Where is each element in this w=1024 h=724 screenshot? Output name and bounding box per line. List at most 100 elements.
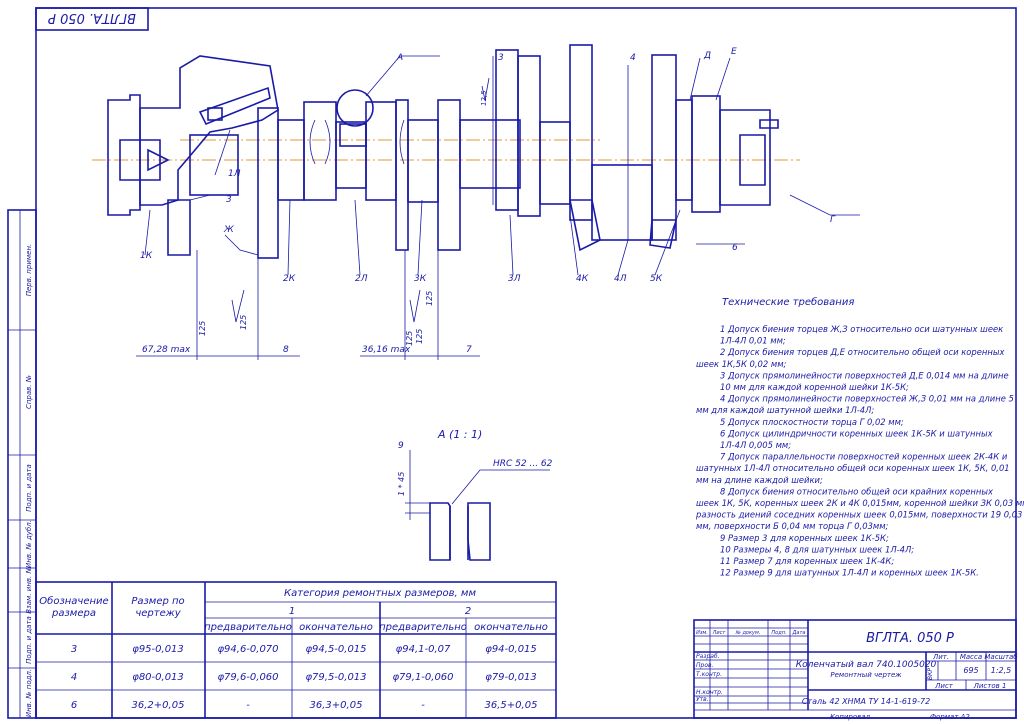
requirement-line: 6 Допуск цилиндричности коренных шеек 1К…	[720, 428, 994, 438]
header-category: Категория ремонтных размеров, мм	[284, 588, 476, 599]
table-cell: 36,2+0,05	[132, 700, 185, 711]
table-cell: φ94,6-0,070	[217, 644, 278, 655]
callout-6: 6	[732, 243, 738, 253]
roughness-125: 125	[415, 329, 424, 344]
repair-size-table: Обозначение размера Размер по чертежу Ка…	[35, 581, 557, 719]
header-designation: размера	[51, 608, 96, 619]
callout-4l: 4Л	[614, 274, 627, 284]
tb-name: Коленчатый вал 740.1005020	[796, 660, 937, 670]
callout-2l: 2Л	[355, 274, 368, 284]
dim-7: 7	[466, 345, 472, 355]
side-label: Инв. № дубл.	[25, 520, 33, 568]
table-cell: φ79,5-0,013	[305, 672, 366, 683]
callout-4k: 4К	[576, 274, 589, 284]
roughness-125: 125	[405, 331, 414, 346]
requirement-line: 3 Допуск прямолинейности поверхностей Д,…	[720, 370, 1009, 380]
table-cell: 4	[71, 672, 77, 683]
requirement-line: 1Л-4Л 0,01 мм;	[720, 336, 786, 346]
detail-num-9: 9	[398, 441, 404, 451]
callout-3l: 3Л	[508, 274, 521, 284]
table-cell: φ79,1-0,060	[392, 672, 453, 683]
requirements-title: Технические требования	[722, 296, 854, 308]
crankshaft-view: А 3 4 Д Е 1Л 3 1К Ж Г 2К 2Л 3К 3Л 4К 4Л …	[92, 44, 860, 360]
tb-mass: 695	[963, 666, 978, 675]
table-cell: -	[246, 700, 250, 711]
tb-letter: ВКР	[927, 668, 934, 680]
requirement-line: 11 Размер 7 для коренных шеек 1К-4К;	[720, 556, 894, 566]
roughness-125: 125	[198, 321, 207, 336]
tb-scale: 1:2,5	[991, 666, 1012, 675]
requirement-line: 2 Допуск биения торцев Д,Е относительно …	[720, 347, 1005, 357]
side-label: Справ. №	[25, 375, 33, 409]
callout-3-left: 3	[226, 195, 232, 205]
callout-g: Г	[830, 215, 836, 225]
side-label: Подп. и дата	[25, 464, 33, 512]
requirement-line: мм, поверхности Б 0,04 мм торца Г 0,03мм…	[696, 521, 889, 531]
tb-code: ВГЛТА. 050 Р	[866, 631, 954, 646]
header-size: Размер по	[131, 596, 184, 607]
tb-role: Подп.	[771, 630, 786, 636]
table-cell: φ94,5-0,015	[305, 644, 366, 655]
top-stamp-box	[35, 7, 149, 31]
drawing-frame	[35, 7, 1017, 719]
side-label: Подп. и дата	[25, 616, 33, 664]
tb-h-lit: Лит.	[932, 653, 949, 661]
roughness-125: 125	[425, 291, 434, 306]
requirement-line: 12 Размер 9 для шатунных 1Л-4Л и коренны…	[720, 568, 979, 578]
table-cell: φ94,1-0,07	[396, 644, 451, 655]
tb-role: № докум.	[735, 630, 761, 636]
requirement-line: 10 Размеры 4, 8 для шатунных шеек 1Л-4Л;	[720, 544, 914, 554]
header-designation: Обозначение	[39, 595, 108, 607]
header-final: окончательно	[299, 622, 373, 633]
tb-material: Сталь 42 ХНМА ТУ 14-1-619-72	[802, 697, 930, 706]
header-prelim: предварительно	[379, 622, 467, 633]
table-cell: 3	[71, 644, 77, 655]
side-label: Инв. № подл.	[25, 669, 33, 717]
tb-role: Изм.	[696, 630, 708, 636]
tb-person: Н.контр.	[696, 689, 723, 696]
requirement-line: шатунных 1Л-4Л относительно общей оси ко…	[696, 463, 1010, 473]
requirement-line: мм на длине каждой шейки;	[696, 475, 823, 485]
header-prelim: предварительно	[204, 622, 292, 633]
requirement-line: шеек 1К, 5К, коренных шеек 2К и 4К 0,015…	[696, 498, 1024, 508]
tb-format: Формат А2	[930, 713, 970, 721]
requirement-line: 8 Допуск биения относительно общей оси к…	[720, 486, 994, 496]
technical-requirements: Технические требования	[722, 296, 854, 308]
tb-h-mass: Масса	[960, 653, 982, 661]
requirement-line: шеек 1К,5К 0,02 мм;	[696, 359, 787, 369]
title-block: ВГЛТА. 050 Р Коленчатый вал 740.1005020 …	[693, 619, 1018, 721]
requirement-line: 4 Допуск прямолинейности поверхностей Ж,…	[720, 394, 1014, 404]
requirement-line: 7 Допуск параллельности поверхностей кор…	[720, 452, 1008, 462]
header-cat-2: 2	[465, 606, 471, 617]
callout-3: 3	[498, 53, 504, 63]
side-strip: Перв. примен. Справ. № Подп. и дата Инв.…	[7, 209, 37, 719]
callout-e: Е	[731, 47, 737, 57]
side-label: Перв. примен.	[25, 244, 33, 297]
callout-3k: 3К	[414, 274, 427, 284]
callout-2k: 2К	[283, 274, 296, 284]
detail-chamfer: 1 * 45	[397, 472, 406, 496]
roughness-12-5: 12,5	[480, 90, 488, 106]
table-cell: 36,3+0,05	[310, 700, 363, 711]
tb-sheet: Лист	[934, 682, 954, 690]
requirement-line: 10 мм для каждой коренной шейки 1К-5К;	[720, 382, 909, 392]
header-size: чертежу	[135, 608, 181, 619]
detail-a-view: А (1 : 1) 9 1 * 45 HRC 52 ... 62	[397, 428, 553, 561]
tb-subtitle: Ремонтный чертеж	[830, 671, 902, 679]
requirement-line: 5 Допуск плоскостности торца Г 0,02 мм;	[720, 417, 904, 427]
callout-1k: 1К	[140, 251, 153, 261]
table-cell: 36,5+0,05	[485, 700, 538, 711]
detail-title: А (1 : 1)	[437, 428, 482, 441]
tb-sheets: Листов 1	[973, 682, 1007, 690]
table-cell: φ94-0,015	[485, 644, 537, 655]
requirement-line: мм для каждой шатунной шейки 1Л-4Л;	[696, 405, 874, 415]
table-cell: φ79-0,013	[485, 672, 537, 683]
dim-36-16: 36,16 max	[362, 345, 411, 355]
table-cell: φ95-0,013	[132, 644, 184, 655]
dim-67-28: 67,28 max	[142, 345, 191, 355]
table-cell: -	[421, 700, 425, 711]
tb-role: Лист	[712, 630, 727, 636]
callout-a: А	[396, 53, 403, 63]
callout-5k: 5К	[650, 274, 663, 284]
top-stamp-text: ВГЛТА. 050 Р	[48, 10, 136, 25]
